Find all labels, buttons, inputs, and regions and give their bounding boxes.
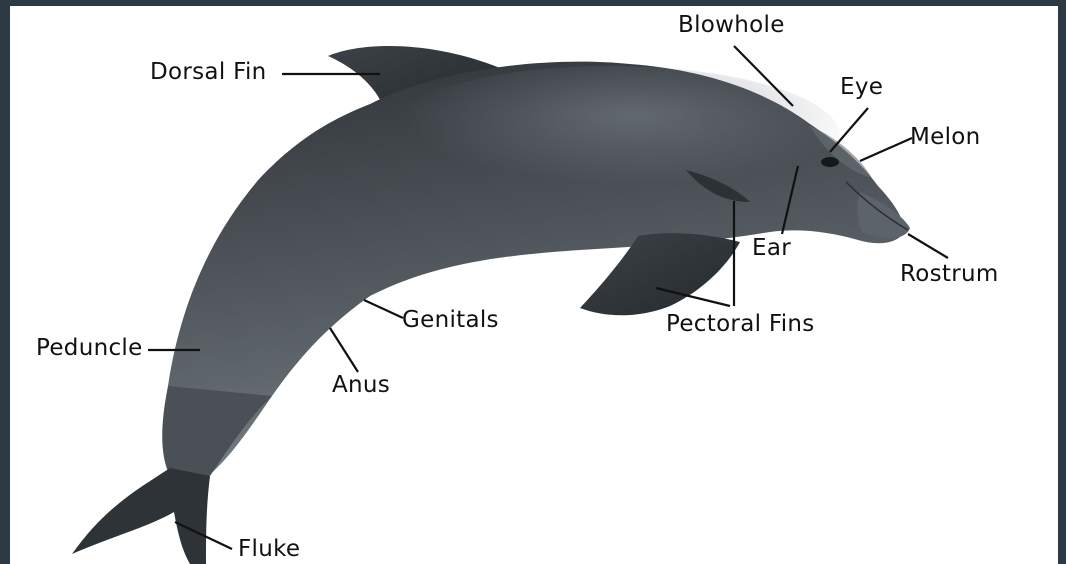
label-rostrum: Rostrum	[900, 261, 999, 287]
leader-anus	[330, 328, 358, 372]
leader-melon	[860, 138, 912, 161]
label-anus: Anus	[332, 372, 390, 398]
diagram-canvas: Dorsal Fin Blowhole Eye Melon Ear Rostru…	[10, 6, 1058, 564]
label-melon: Melon	[910, 124, 981, 150]
label-blowhole: Blowhole	[678, 12, 785, 38]
label-peduncle: Peduncle	[36, 335, 143, 361]
label-fluke: Fluke	[238, 536, 300, 562]
leader-rostrum	[908, 234, 948, 258]
label-ear: Ear	[752, 235, 791, 261]
label-pectoral-fins: Pectoral Fins	[666, 311, 815, 337]
label-genitals: Genitals	[402, 307, 499, 333]
peduncle-shape	[162, 386, 272, 476]
leader-genitals	[364, 300, 403, 318]
fluke-shape	[72, 468, 210, 564]
body-sheen	[380, 66, 840, 206]
label-dorsal-fin: Dorsal Fin	[150, 59, 267, 85]
label-eye: Eye	[840, 74, 883, 100]
eye-shape	[821, 157, 839, 167]
